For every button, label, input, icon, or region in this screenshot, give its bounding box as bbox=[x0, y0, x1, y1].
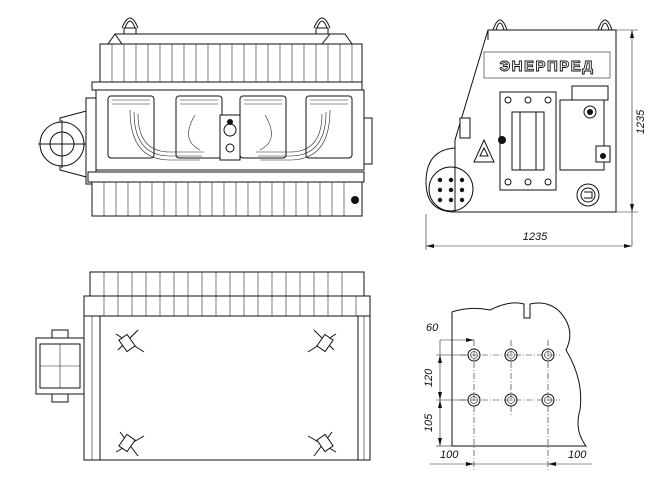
lifting-eye-icon bbox=[492, 19, 508, 31]
dimension-label-offset: 60 bbox=[426, 322, 439, 334]
dimension-label-vertical: 120 bbox=[423, 368, 435, 387]
top-view-drum bbox=[35, 329, 85, 403]
dimension-label-bottom: 105 bbox=[423, 413, 435, 432]
front-view bbox=[38, 17, 373, 217]
dimension-label-right: 100 bbox=[568, 449, 587, 461]
dimension-label-height: 1235 bbox=[635, 109, 647, 134]
lifting-eye-icon bbox=[121, 17, 139, 35]
clamp-jaw bbox=[115, 329, 145, 353]
dimension-label-width: 1235 bbox=[523, 231, 548, 243]
brand-label: ЭНЕРПРЕД bbox=[500, 58, 595, 75]
pattern-detail-circle bbox=[428, 166, 474, 212]
side-view: ЭНЕРПРЕД bbox=[425, 19, 647, 250]
cylinder-assembly bbox=[107, 95, 353, 159]
left-drum bbox=[38, 97, 97, 185]
clamp-jaw bbox=[307, 431, 337, 457]
top-view bbox=[35, 271, 371, 461]
hole-pattern-detail: 60 120 105 100 100 bbox=[423, 302, 592, 470]
hydraulic-hoses bbox=[129, 109, 331, 161]
logo-badge-icon bbox=[576, 183, 600, 207]
clamp-jaw bbox=[307, 329, 337, 353]
clamp-jaw bbox=[115, 431, 145, 457]
dimension-height: 1235 bbox=[616, 29, 647, 246]
warning-triangle-icon bbox=[473, 138, 495, 163]
lifting-eye-icon bbox=[313, 17, 331, 35]
dimension-label-left: 100 bbox=[440, 449, 459, 461]
central-valve bbox=[219, 114, 241, 161]
dimension-width: 1235 bbox=[425, 214, 632, 250]
